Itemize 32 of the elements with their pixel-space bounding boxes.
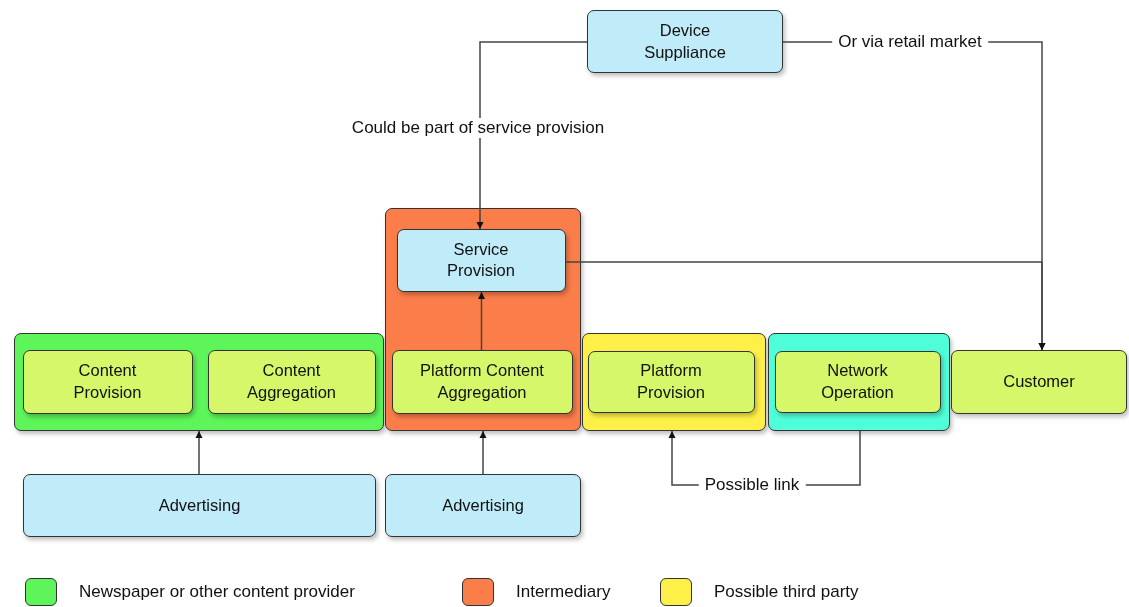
arrow xyxy=(476,41,588,230)
box-label: Network Operation xyxy=(820,360,895,403)
process-box xyxy=(385,474,581,537)
box-label: Platform Content Aggregation xyxy=(419,360,545,403)
legend-label: Intermediary xyxy=(516,582,611,602)
process-box xyxy=(391,349,573,414)
box-label: Advertising xyxy=(157,494,242,516)
process-box xyxy=(951,350,1127,414)
arrow xyxy=(479,430,487,475)
box-label: Content Aggregation xyxy=(246,360,337,403)
process-box xyxy=(774,350,941,413)
box-label: Customer xyxy=(1002,371,1076,393)
box-label: Service Provision xyxy=(446,238,516,281)
box-label: Device Suppliance xyxy=(643,20,727,63)
group-box xyxy=(768,333,950,431)
arrow xyxy=(565,261,1046,351)
arrow xyxy=(195,430,203,475)
box-label: Advertising xyxy=(441,494,525,516)
process-box xyxy=(207,349,376,414)
box-label: Platform Provision xyxy=(636,360,706,403)
group-box xyxy=(582,333,766,431)
group-box xyxy=(385,208,581,431)
legend-label: Possible third party xyxy=(714,582,859,602)
process-box xyxy=(396,228,566,292)
process-box xyxy=(23,474,376,537)
group-box xyxy=(14,333,384,431)
process-box xyxy=(587,10,783,73)
arrow xyxy=(478,291,485,351)
box-label: Content Provision xyxy=(72,360,143,403)
legend-label: Newspaper or other content provider xyxy=(79,582,355,602)
process-box xyxy=(22,349,193,414)
process-box xyxy=(587,350,755,413)
